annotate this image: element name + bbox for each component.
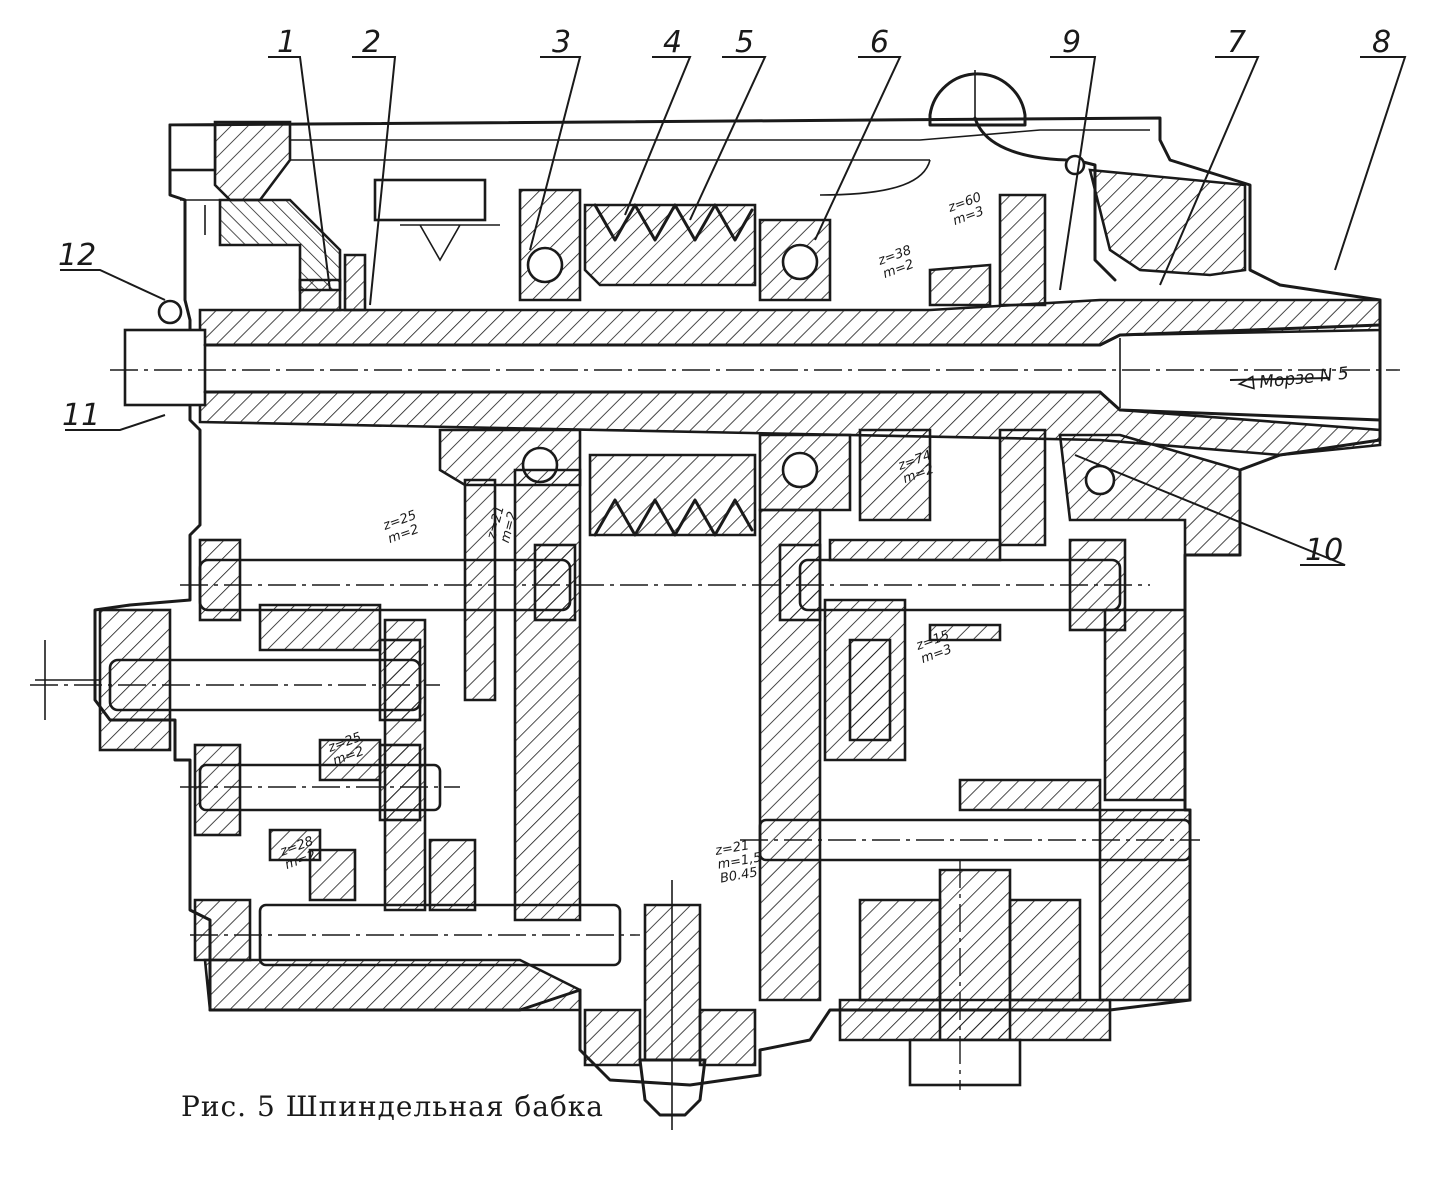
callout-10: 10 — [1305, 533, 1343, 568]
callout-1: 1 — [277, 25, 296, 60]
spindle — [123, 298, 1382, 457]
gears — [258, 468, 1192, 1087]
center-axes — [30, 369, 1400, 1090]
callout-5: 5 — [735, 25, 754, 60]
callout-11: 11 — [62, 398, 100, 433]
callout-leaders — [60, 56, 1407, 566]
gear-spec-z38: z=38 m=2 — [875, 243, 916, 282]
callout-3: 3 — [552, 25, 571, 60]
callout-6: 6 — [870, 25, 889, 60]
svg-text:z=21: z=21 — [713, 838, 750, 859]
upper-pulley-group — [218, 178, 1047, 312]
svg-text:B0.45: B0.45 — [719, 865, 759, 886]
callout-numbers: 1 2 3 4 5 6 9 7 8 12 11 10 — [58, 25, 1391, 568]
figure-caption: Рис. 5 Шпиндельная бабка — [181, 1090, 604, 1123]
callout-12: 12 — [58, 238, 96, 273]
svg-text:Морзе N 5: Морзе N 5 — [1258, 364, 1349, 393]
callout-4: 4 — [663, 25, 682, 60]
gear-spec-z25a: z=25 m=2 — [380, 508, 421, 547]
callout-9: 9 — [1062, 25, 1081, 60]
housing — [93, 70, 1382, 1087]
bottom-shaft — [35, 640, 757, 1130]
callout-2: 2 — [362, 25, 381, 60]
gear-spec-z21b: z=21 m=1,5 B0.45 — [713, 838, 763, 886]
gear-spec-z28: z=28 m=2 — [277, 834, 318, 873]
callout-7: 7 — [1227, 25, 1246, 60]
callout-8: 8 — [1372, 25, 1391, 60]
gear-spec-z60: z=60 m=3 — [945, 190, 986, 229]
